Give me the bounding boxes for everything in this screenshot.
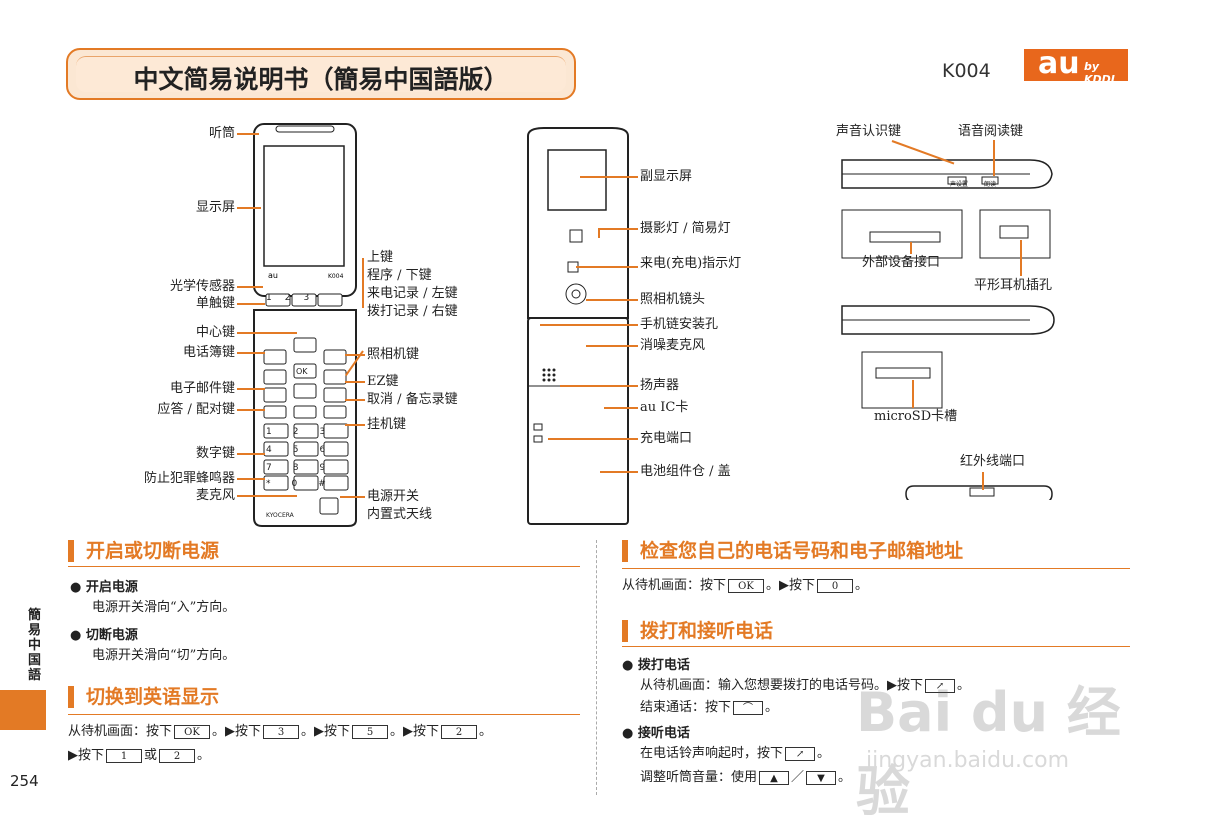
label-number-keys: 数字键 [195, 446, 235, 461]
label-email-key: 电子邮件键 [169, 381, 235, 396]
label-cancel-memo-key: 取消 / 备忘录键 [367, 392, 458, 407]
phone-back-diagram [527, 127, 629, 525]
label-up-key: 上键 [367, 250, 394, 265]
logo-kddi-text: by KDDI [1084, 60, 1115, 86]
num-row-3: 789 [266, 463, 347, 473]
watermark-brand: Bai du 经验 [856, 681, 1121, 823]
front-brand: au [268, 271, 278, 280]
up-key-icon: ▲ [759, 770, 790, 785]
ok-key-text: OK [296, 367, 308, 376]
call-key-icon: ↗ [925, 678, 955, 693]
label-program-down-key: 程序 / 下键 [367, 268, 432, 283]
label-voice-recognition-key: 声音认识键 [836, 124, 902, 139]
label-light-sensor: 光学传感器 [169, 279, 235, 294]
label-camera-lens: 照相机镜头 [640, 292, 706, 307]
label-noise-mic: 消噪麦克风 [640, 338, 706, 353]
label-center-key: 中心键 [195, 325, 235, 340]
label-display: 显示屏 [195, 200, 235, 215]
au-kddi-logo: au by KDDI [1024, 46, 1128, 86]
power-on-text: 电源开关滑向“入”方向。 [92, 600, 236, 615]
side-tab-marker [0, 690, 46, 730]
label-microphone: 麦克风 [195, 488, 235, 503]
bullet-answer: ● 接听电话 [622, 726, 690, 741]
bullet-power-on: ● 开启电源 [70, 580, 138, 595]
page-title: 中文简易说明书（簡易中国語版） [133, 65, 509, 94]
num-row-1: 123 [266, 427, 347, 437]
label-antenna: 内置式天线 [367, 507, 433, 522]
voice-setting-text: 声设置 [950, 181, 969, 188]
label-headset-jack: 平形耳机插孔 [974, 278, 1053, 293]
label-photo-light: 摄影灯 / 简易灯 [640, 221, 731, 236]
key-2b: 2 [159, 748, 196, 763]
dial-text: 从待机画面：输入您想要拨打的电话号码。▶按下↗。 [640, 678, 971, 693]
key-1: 1 [106, 748, 142, 763]
label-charge-port: 充电端口 [640, 431, 693, 446]
key-0-check: 0 [817, 578, 854, 593]
end-key-icon: ⌒ [733, 700, 764, 715]
phone-front-diagram: au K004 [253, 123, 357, 527]
answer-text: 在电话铃声响起时，按下↗。 [640, 746, 831, 761]
section-heading-power: 开启或切断电源 [68, 540, 219, 562]
key-ok: OK [174, 724, 211, 739]
key-ok-check: OK [728, 578, 765, 593]
num-row-2: 456 [266, 445, 347, 455]
key-5: 5 [352, 724, 389, 739]
label-security-buzzer: 防止犯罪蜂鸣器 [143, 471, 235, 486]
watermark-url: jingyan.baidu.com [866, 748, 1070, 773]
label-incoming-indicator: 来电(充电)指示灯 [640, 256, 742, 271]
page-number: 254 [10, 772, 39, 790]
end-call-text: 结束通话：按下⌒。 [640, 700, 779, 715]
label-au-ic-card: au IC卡 [640, 400, 689, 415]
logo-au-text: au [1038, 46, 1080, 81]
column-divider [596, 540, 597, 795]
label-sub-display: 副显示屏 [640, 169, 693, 184]
label-phonebook-key: 电话簿键 [182, 345, 235, 360]
key-2: 2 [441, 724, 478, 739]
section-heading-english: 切换到英语显示 [68, 686, 219, 708]
label-one-touch-key: 单触键 [195, 296, 235, 311]
label-left-key: 来电记录 / 左键 [367, 286, 458, 301]
front-kyocera-text: KYOCERA [266, 512, 294, 519]
label-external-port: 外部设备接口 [862, 255, 941, 270]
label-voice-read-key: 语音阅读键 [958, 124, 1024, 139]
model-number: K004 [942, 60, 991, 82]
bullet-dial: ● 拨打电话 [622, 658, 690, 673]
baidu-watermark: Bai du 经验 jingyan.baidu.com [846, 650, 1166, 823]
phone-side-views [841, 159, 1055, 500]
section-heading-calls: 拨打和接听电话 [622, 620, 773, 642]
key-3: 3 [263, 724, 300, 739]
label-microsd-slot: microSD卡槽 [874, 409, 958, 424]
label-speaker: 扬声器 [640, 378, 680, 393]
front-model: K004 [328, 273, 344, 280]
label-camera-key: 照相机键 [367, 347, 420, 362]
one-touch-keys-text: 123 [266, 293, 323, 303]
label-infrared-port: 红外线端口 [960, 454, 1026, 469]
label-strap-hole: 手机链安装孔 [640, 317, 719, 332]
label-power-switch: 电源开关 [367, 489, 420, 504]
label-end-key: 挂机键 [367, 417, 407, 432]
power-off-text: 电源开关滑向“切”方向。 [92, 648, 236, 663]
label-battery-cover: 电池组件仓 / 盖 [640, 464, 731, 479]
title-banner: 中文简易说明书（簡易中国語版） [66, 48, 576, 100]
section-heading-check: 检查您自己的电话号码和电子邮箱地址 [622, 540, 963, 562]
num-row-4: *0# [266, 479, 347, 489]
label-earpiece: 听筒 [208, 126, 235, 141]
side-tab-label: 簡易中国語 [28, 608, 42, 683]
bullet-power-off: ● 切断电源 [70, 628, 138, 643]
label-right-key: 拨打记录 / 右键 [367, 304, 458, 319]
answer-key-icon: ↗ [785, 746, 816, 761]
volume-text: 调整听筒音量：使用▲／▼。 [640, 770, 852, 785]
read-aloud-text: 朗读 [984, 181, 997, 188]
label-answer-key: 应答 / 配对键 [157, 402, 235, 417]
label-ez-key: EZ键 [367, 374, 399, 389]
down-key-icon: ▼ [806, 770, 837, 785]
